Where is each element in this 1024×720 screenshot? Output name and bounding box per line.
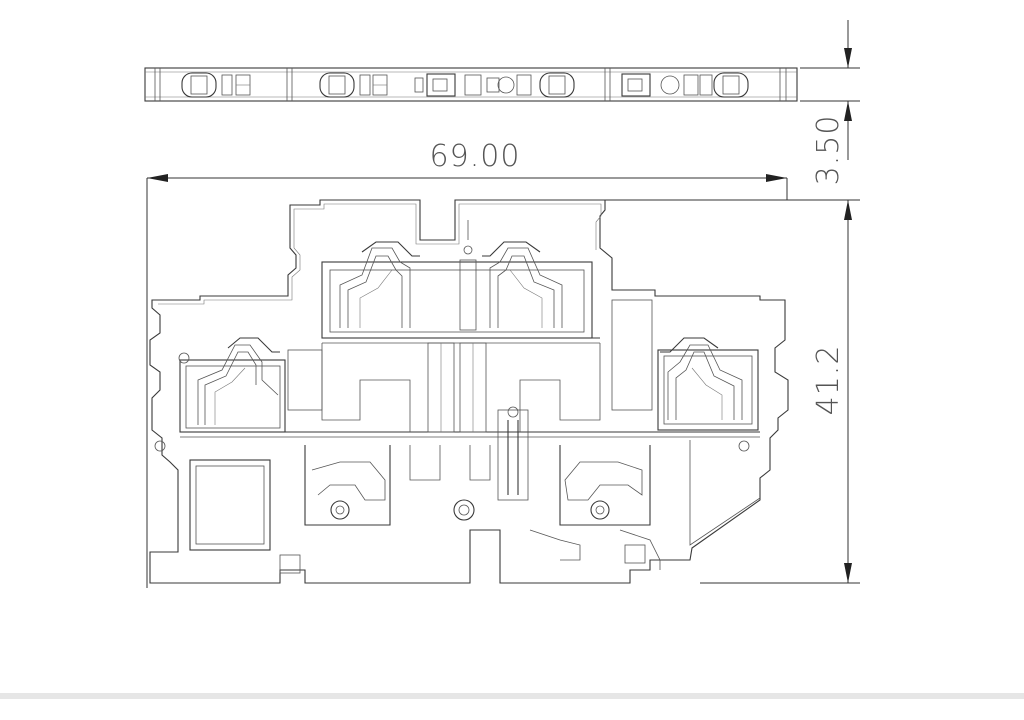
bottom-divider (0, 693, 1024, 699)
top-view (144, 67, 798, 102)
vertical-dimensions: 3.50 41.2 (600, 20, 860, 584)
height-label: 41.2 (811, 345, 846, 416)
width-label: 69.00 (430, 139, 521, 174)
side-view (149, 199, 789, 584)
width-dimension: 69.00 (146, 139, 788, 588)
gap-label: 3.50 (811, 115, 846, 186)
